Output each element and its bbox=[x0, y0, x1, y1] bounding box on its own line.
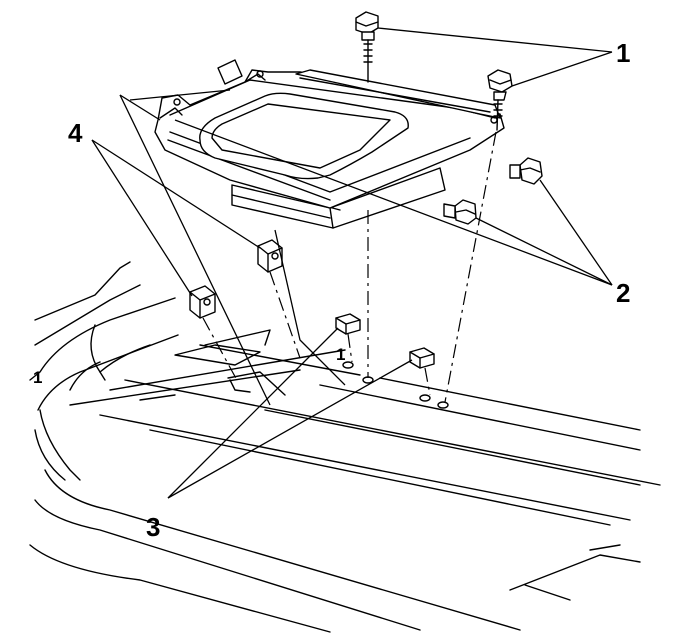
callout-3: 3 bbox=[146, 512, 160, 542]
install-lines bbox=[202, 131, 497, 403]
clip-4a bbox=[189, 285, 216, 319]
callout-1: 1 bbox=[616, 38, 630, 68]
vehicle-floor bbox=[29, 261, 661, 633]
tray-assembly bbox=[154, 59, 505, 229]
leader-lines bbox=[91, 27, 613, 499]
callout-2: 2 bbox=[616, 278, 630, 308]
clip-4b bbox=[257, 239, 283, 273]
bolt-2a bbox=[509, 157, 543, 185]
clip-3a bbox=[335, 313, 361, 335]
left-edge-mark-1: 1 bbox=[33, 368, 42, 387]
floor-mark-1: 1 bbox=[336, 345, 345, 364]
bolt-1b bbox=[487, 69, 513, 131]
bolt-1a bbox=[355, 11, 379, 83]
bolt-2b bbox=[443, 199, 477, 225]
callout-4: 4 bbox=[68, 118, 83, 148]
clip-3b bbox=[409, 347, 435, 369]
